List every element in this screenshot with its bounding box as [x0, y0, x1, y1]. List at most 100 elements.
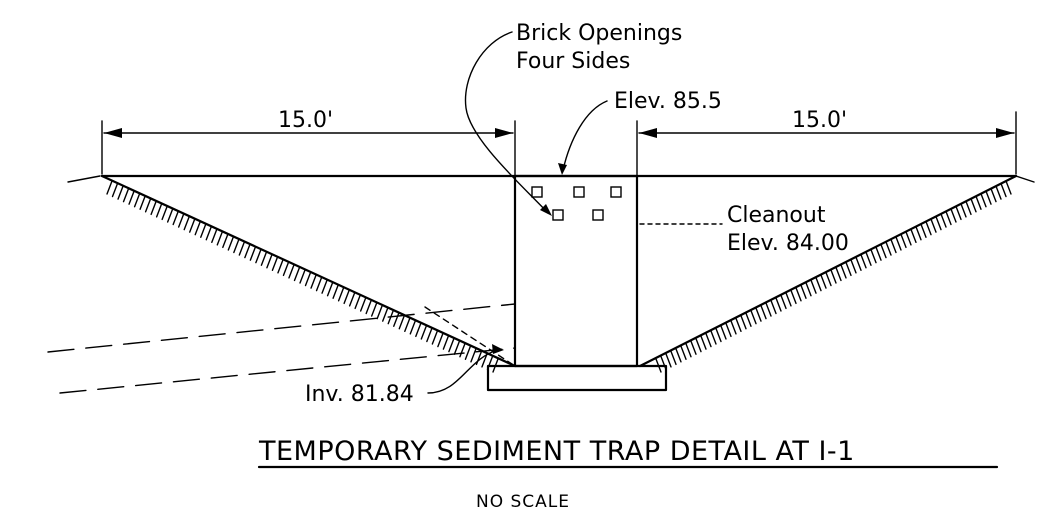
hatch-line	[244, 243, 251, 259]
invert-label: Inv. 81.84	[305, 382, 414, 407]
hatch-line	[442, 335, 450, 350]
hatch-line	[481, 353, 488, 368]
brick-openings-leader	[464, 31, 549, 214]
hatch-line	[464, 345, 472, 360]
hatch-line	[470, 348, 477, 363]
arrowhead	[540, 204, 552, 216]
arrowhead	[558, 163, 567, 175]
hatch-line	[431, 330, 439, 345]
brick-opening	[531, 186, 543, 198]
left-side-slope	[100, 174, 517, 368]
four-sides-label: Four Sides	[516, 49, 630, 74]
hatch-line	[376, 304, 383, 320]
cleanout-elev-label: Elev. 84.00	[727, 231, 849, 256]
hatch-line	[915, 226, 922, 241]
hatch-line	[393, 312, 400, 327]
hatch-line	[227, 236, 235, 251]
hatch-line	[845, 261, 852, 277]
hatch-line	[111, 182, 119, 198]
hatch-line	[1000, 182, 1007, 198]
hatch-line	[177, 213, 185, 228]
dim-left-label: 15.0'	[278, 108, 333, 133]
drawing-title: TEMPORARY SEDIMENT TRAP DETAIL AT I-1	[258, 436, 855, 467]
hatch-line	[200, 223, 207, 238]
hatch-line	[249, 246, 257, 261]
hatch-line	[233, 238, 240, 254]
invert-leader	[427, 349, 499, 394]
hatch-line	[985, 190, 992, 205]
hatch-line	[238, 241, 246, 256]
hatch-line	[785, 292, 792, 307]
hatch-line	[304, 271, 312, 287]
hatch-line	[955, 205, 962, 221]
hatch-line	[189, 218, 196, 233]
hatch-line	[790, 289, 797, 305]
hatch-line	[870, 248, 877, 264]
hatch-line	[980, 193, 987, 208]
hatch-line	[332, 284, 339, 299]
hatch-line	[211, 228, 218, 244]
hatch-line	[665, 353, 672, 368]
hatch-line	[705, 332, 712, 348]
hatch-line	[755, 307, 762, 322]
hatch-line	[725, 322, 732, 338]
hatch-line	[205, 226, 212, 241]
elev-top-label: Elev. 85.5	[614, 89, 722, 114]
hatch-line	[810, 279, 817, 294]
brick-openings-label: Brick Openings	[516, 21, 682, 46]
hatch-line	[795, 287, 802, 302]
ground-tick-left	[67, 175, 101, 183]
drawing-subtitle: NO SCALE	[476, 492, 570, 512]
pipe-bottom-line	[59, 347, 516, 394]
hatch-line	[459, 343, 466, 358]
hatch-line	[260, 251, 268, 266]
hatch-line	[675, 348, 682, 363]
hatch-line	[700, 335, 707, 350]
hatch-line	[865, 251, 872, 266]
riser-structure	[513, 174, 639, 368]
brick-opening	[573, 186, 585, 198]
hatch-line	[945, 210, 952, 226]
hatch-line	[404, 317, 411, 333]
hatch-line	[277, 259, 284, 274]
hatch-line	[139, 195, 146, 210]
hatch-line	[409, 320, 416, 335]
hatch-line	[106, 180, 113, 195]
hatch-line	[122, 187, 130, 203]
hatch-line	[920, 223, 927, 238]
pipe-top-line	[47, 303, 516, 353]
hatch-line	[161, 205, 168, 221]
hatch-line	[266, 254, 273, 269]
hatch-line	[765, 302, 772, 317]
hatch-line	[895, 236, 902, 251]
brick-opening	[552, 209, 564, 221]
hatch-line	[326, 282, 334, 297]
hatch-line	[900, 233, 907, 249]
hatch-line	[730, 320, 737, 335]
hatch-line	[365, 299, 372, 315]
hatch-line	[337, 287, 345, 302]
hatch-line	[155, 203, 163, 218]
hatch-line	[710, 330, 717, 345]
hatch-line	[970, 198, 977, 213]
hatch-line	[805, 282, 812, 297]
hatch-line	[288, 264, 295, 279]
hatch-line	[437, 332, 444, 348]
hatch-line	[282, 261, 290, 277]
right-side-slope	[638, 174, 1018, 368]
hatch-line	[820, 274, 827, 289]
hatch-line	[905, 231, 912, 246]
hatch-line	[690, 340, 697, 355]
hatch-line	[1005, 180, 1012, 195]
hatch-line	[144, 198, 152, 213]
hatch-line	[850, 259, 857, 274]
hatch-line	[166, 208, 174, 223]
hatch-line	[780, 294, 787, 310]
hatch-line	[426, 327, 433, 343]
hatch-line	[815, 276, 822, 292]
brick-opening	[610, 186, 622, 198]
hatch-line	[354, 294, 361, 310]
hatch-line	[398, 315, 405, 330]
ground-tick-right	[1015, 175, 1035, 183]
